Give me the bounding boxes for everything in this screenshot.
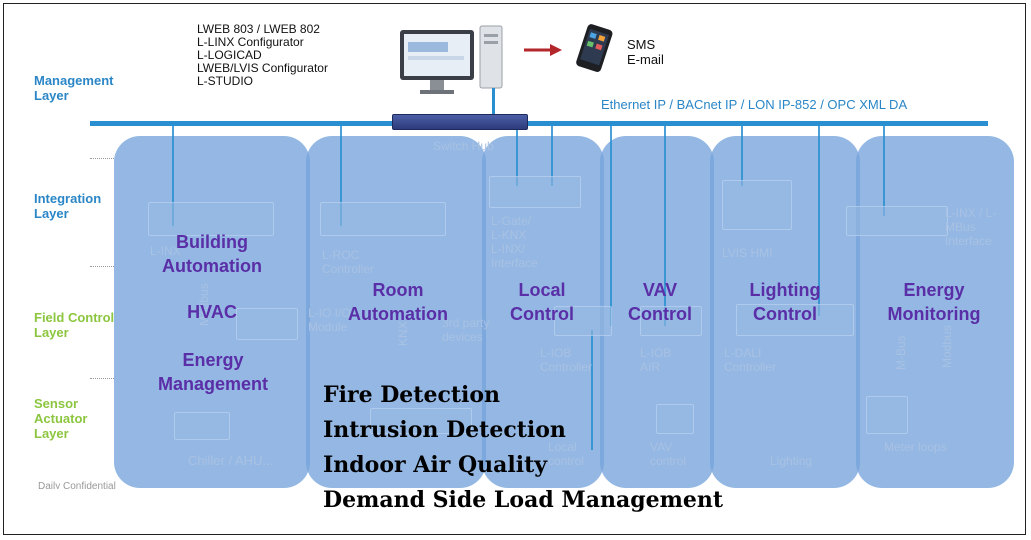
integration-layer-label: Integration Layer — [34, 191, 102, 221]
room-automation-title: Room Automation — [348, 280, 448, 324]
l-dali-device — [736, 304, 854, 336]
layer-separator — [90, 378, 114, 379]
management-layer-label: Management Layer — [34, 73, 114, 103]
chiller-device — [174, 412, 230, 440]
software-item: L-STUDIO — [197, 74, 254, 88]
bus-drop-line — [610, 126, 612, 326]
software-item: L-LOGICAD — [197, 48, 262, 62]
l-iob-air-device — [640, 306, 702, 336]
sensor-actuator-layer-label: Sensor Actuator Layer — [34, 396, 88, 441]
bus-drop-line — [516, 126, 518, 186]
l-inx-mbus-device — [846, 206, 948, 236]
third-party-label: 3rd party devices — [442, 316, 490, 344]
hvac-title: HVAC — [187, 302, 237, 322]
l-inx-label: L-INX — [150, 244, 181, 258]
software-list: LWEB 803 / LWEB 802 L-LINX Configurator … — [197, 23, 328, 88]
energy-management-title: Energy Management — [157, 350, 269, 394]
local-control-title: Local Control — [510, 280, 574, 324]
lighting-bg-label: Lighting — [770, 454, 813, 468]
modbus-right-label: Modbus — [940, 325, 954, 368]
image-border — [3, 3, 1026, 535]
bus-drop-line — [818, 126, 820, 316]
bus-drop-line — [591, 330, 593, 450]
io-module-device — [236, 308, 298, 340]
email-label: E-mail — [627, 52, 664, 67]
application-item: Intrusion Detection — [323, 417, 566, 443]
vav-control-bg-label: VAV control — [650, 440, 687, 468]
l-inx-mbus-label: L-INX / L-MBus Interface — [945, 206, 997, 248]
l-gate-label: L-Gate/ L-KNX L-INX/ Interface — [491, 214, 538, 270]
ethernet-backbone — [90, 121, 988, 126]
layer-separator — [90, 158, 114, 159]
room-device — [370, 408, 472, 434]
network-protocols-label: Ethernet IP / BACnet IP / LON IP-852 / O… — [601, 97, 908, 112]
bus-drop-line — [741, 126, 743, 186]
field-control-layer-label: Field Control Layer — [34, 310, 115, 340]
software-item: LWEB/LVIS Configurator — [197, 61, 328, 75]
application-item: Fire Detection — [323, 382, 501, 408]
l-io-module-label: L-IO I/O Module — [308, 306, 351, 334]
building-automation-title: Building Automation — [162, 232, 262, 276]
workstation-icon — [400, 25, 503, 114]
notification-list: SMS E-mail — [627, 37, 664, 67]
lvis-hmi-device — [722, 180, 792, 230]
network-switch-icon — [392, 114, 528, 130]
l-roc-label: L-ROC Controller — [322, 248, 375, 276]
software-item: L-LINX Configurator — [197, 35, 304, 49]
l-roc-device — [320, 202, 446, 236]
local-control-bg-label: Local control — [548, 440, 585, 468]
energy-monitoring-title: Energy Monitoring — [887, 280, 981, 324]
footer-fragment: Daily Confidential — [38, 481, 116, 489]
switch-hub-label: Switch Hub — [433, 139, 494, 153]
chiller-ahu-label: Chiller / AHU... — [188, 453, 274, 468]
application-item: Indoor Air Quality — [323, 452, 548, 478]
layer-separator — [90, 266, 114, 267]
lighting-control-title: Lighting Control — [749, 280, 821, 324]
l-iob-air-label: L-IOB AIR — [640, 346, 672, 374]
m-bus-label: M-Bus — [894, 335, 908, 370]
lvis-hmi-label: LVIS HMI — [722, 246, 773, 260]
gateway-device — [489, 176, 581, 208]
bus-drop-line — [340, 126, 342, 226]
l-dali-label: L-DALI Controller — [724, 346, 777, 374]
vav-control-title: VAV Control — [628, 280, 692, 324]
meter-device — [866, 396, 908, 434]
software-item: LWEB 803 / LWEB 802 — [197, 22, 320, 36]
smartphone-icon — [576, 24, 613, 72]
l-inx-device — [148, 202, 274, 236]
sms-label: SMS — [627, 37, 656, 52]
meter-loops-label: Meter loops — [884, 440, 947, 454]
vav-device — [656, 404, 694, 434]
bus-drop-line — [551, 126, 553, 186]
bus-drop-line — [883, 126, 885, 216]
l-iob-device — [554, 306, 612, 336]
l-iob-controller-label: L-IOB Controller — [540, 346, 593, 374]
application-item: Demand Side Load Management — [323, 487, 724, 513]
bus-drop-line — [664, 126, 666, 326]
arrow-right-icon — [524, 44, 562, 56]
bus-drop-line — [172, 126, 174, 226]
